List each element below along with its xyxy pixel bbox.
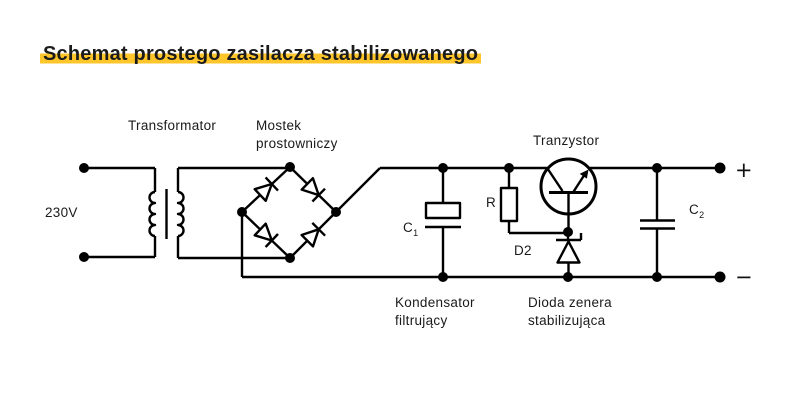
bridge-diode-top-left (253, 176, 279, 203)
transistor-symbol (539, 157, 598, 232)
label-input-voltage: 230V (45, 205, 78, 220)
resistor-symbol (499, 168, 568, 235)
bridge-diode-bottom-right (300, 222, 326, 248)
output-capacitor-symbol (640, 168, 675, 277)
transformer-symbol (148, 166, 290, 260)
label-c1: C1 (403, 220, 418, 238)
label-bridge-line1: Mostek (256, 118, 301, 133)
page-title: Schemat prostego zasilacza stabilizowane… (40, 40, 482, 68)
label-zener-designator: D2 (514, 243, 532, 258)
label-minus-terminal: − (735, 265, 753, 289)
label-c2: C2 (689, 202, 704, 220)
minus-terminal-dot (714, 271, 726, 283)
caption-filter-cap-line2: filtrujący (395, 313, 448, 328)
plus-terminal-dot (714, 162, 726, 174)
emitter-arrow-icon (579, 169, 589, 179)
page-title-highlight: Schemat prostego zasilacza stabilizowane… (40, 43, 482, 65)
label-transformer: Transformator (128, 118, 216, 133)
label-plus-terminal: + (735, 158, 753, 182)
caption-filter-cap-line1: Kondensator (395, 295, 475, 310)
caption-zener-line2: stabilizująca (528, 313, 606, 328)
zener-diode-symbol (556, 232, 583, 277)
bridge-diode-top-right (300, 176, 326, 203)
filter-capacitor-symbol (424, 168, 462, 277)
label-transistor: Tranzystor (533, 133, 599, 148)
bridge-diode-bottom-left (253, 222, 279, 248)
bridge-rectifier-symbol (240, 165, 338, 260)
input-wires (84, 166, 157, 259)
junction-dots (79, 162, 726, 283)
label-resistor: R (486, 195, 496, 210)
schematic-labels: 230V Transformator Mostek prostowniczy T… (45, 118, 753, 328)
caption-zener-line1: Dioda zenera (528, 295, 612, 310)
label-bridge-line2: prostowniczy (256, 136, 338, 151)
